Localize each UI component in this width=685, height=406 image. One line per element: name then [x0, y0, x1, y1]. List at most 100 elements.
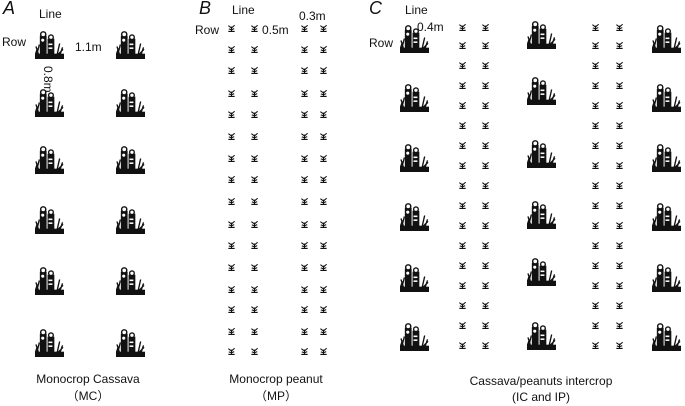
- cassava-plant-icon: [35, 328, 64, 357]
- peanut-seedling-icon: [481, 241, 490, 249]
- peanut-seedling-icon: [300, 241, 309, 249]
- peanut-seedling-icon: [319, 175, 328, 183]
- peanut-seedling-icon: [250, 305, 259, 313]
- peanut-seedling-icon: [591, 321, 600, 329]
- peanut-seedling-icon: [615, 161, 624, 169]
- peanut-seedling-icon: [591, 141, 600, 149]
- peanut-seedling-icon: [250, 241, 259, 249]
- panel-c: C Line Row 0.4m Cassava/peanuts intercro…: [369, 0, 681, 404]
- peanut-seedling-icon: [591, 161, 600, 169]
- peanut-seedling-icon: [481, 81, 490, 89]
- peanut-seedling-icon: [319, 154, 328, 162]
- peanut-seedling-icon: [615, 281, 624, 289]
- cassava-plant-icon: [652, 263, 681, 292]
- peanut-seedling-icon: [227, 347, 236, 355]
- cassava-plant-icon: [527, 139, 556, 168]
- panel-b-caption-line1: Monocrop peanut: [229, 372, 323, 386]
- peanut-seedling-icon: [227, 154, 236, 162]
- peanut-seedling-icon: [250, 66, 259, 74]
- peanut-seedling-icon: [300, 347, 309, 355]
- panel-b-row-label: Row: [195, 23, 219, 37]
- peanut-seedling-icon: [481, 201, 490, 209]
- peanut-seedling-icon: [319, 241, 328, 249]
- peanut-seedling-icon: [319, 263, 328, 271]
- peanut-seedling-icon: [458, 121, 467, 129]
- panel-b: B Line Row 0.5m 0.3m Monocrop peanut （MP…: [195, 0, 328, 403]
- peanut-seedling-icon: [300, 197, 309, 205]
- peanut-seedling-icon: [250, 327, 259, 335]
- peanut-seedling-icon: [458, 181, 467, 189]
- peanut-seedling-icon: [250, 175, 259, 183]
- peanut-seedling-icon: [227, 66, 236, 74]
- cassava-plant-icon: [35, 88, 64, 117]
- peanut-seedling-icon: [300, 66, 309, 74]
- peanut-seedling-icon: [615, 23, 624, 31]
- cassava-plant-icon: [652, 24, 681, 53]
- peanut-seedling-icon: [458, 341, 467, 349]
- panel-b-spacing-row: 0.3m: [299, 9, 326, 23]
- peanut-seedling-icon: [458, 23, 467, 31]
- peanut-seedling-icon: [591, 101, 600, 109]
- peanut-seedling-icon: [319, 197, 328, 205]
- peanut-seedling-icon: [227, 263, 236, 271]
- panel-a-spacing-row: 0.8m: [41, 66, 55, 93]
- peanut-seedling-icon: [227, 285, 236, 293]
- peanut-seedling-icon: [615, 141, 624, 149]
- peanut-seedling-icon: [227, 89, 236, 97]
- peanut-seedling-icon: [227, 132, 236, 140]
- peanut-seedling-icon: [615, 121, 624, 129]
- peanut-seedling-icon: [250, 220, 259, 228]
- cassava-plant-icon: [400, 202, 429, 231]
- peanut-seedling-icon: [481, 161, 490, 169]
- cassava-plant-icon: [35, 145, 64, 174]
- peanut-seedling-icon: [615, 261, 624, 269]
- cassava-plant-icon: [527, 200, 556, 229]
- peanut-seedling-icon: [458, 221, 467, 229]
- cassava-plant-icon: [400, 143, 429, 172]
- peanut-seedling-icon: [591, 201, 600, 209]
- peanut-seedling-icon: [615, 341, 624, 349]
- peanut-seedling-icon: [250, 45, 259, 53]
- cassava-plant-icon: [35, 266, 64, 295]
- peanut-seedling-icon: [458, 101, 467, 109]
- cassava-plant-icon: [527, 76, 556, 105]
- peanut-seedling-icon: [615, 181, 624, 189]
- peanut-seedling-icon: [300, 305, 309, 313]
- peanut-seedling-icon: [615, 61, 624, 69]
- panel-c-caption-line1: Cassava/peanuts intercrop: [470, 374, 613, 388]
- cassava-plant-icon: [35, 30, 64, 59]
- peanut-seedling-icon: [300, 24, 309, 32]
- peanut-seedling-icon: [481, 121, 490, 129]
- peanut-seedling-icon: [227, 24, 236, 32]
- peanut-seedling-icon: [300, 45, 309, 53]
- peanut-seedling-icon: [591, 261, 600, 269]
- peanut-seedling-icon: [250, 197, 259, 205]
- panel-b-line-label: Line: [232, 3, 255, 17]
- peanut-seedling-icon: [481, 101, 490, 109]
- peanut-seedling-icon: [227, 220, 236, 228]
- peanut-seedling-icon: [227, 305, 236, 313]
- peanut-seedling-icon: [300, 263, 309, 271]
- peanut-seedling-icon: [481, 61, 490, 69]
- peanut-seedling-icon: [481, 141, 490, 149]
- peanut-seedling-icon: [319, 110, 328, 118]
- panel-c-spacing-line: 0.4m: [417, 20, 444, 34]
- peanut-seedling-icon: [591, 61, 600, 69]
- peanut-seedling-icon: [591, 281, 600, 289]
- cassava-plant-icon: [527, 257, 556, 286]
- cassava-plant-icon: [116, 145, 145, 174]
- panel-c-caption-line2: (IC and IP): [512, 390, 570, 404]
- peanut-seedling-icon: [319, 347, 328, 355]
- panel-a-caption-line1: Monocrop Cassava: [36, 372, 140, 386]
- panel-c-letter: C: [369, 0, 383, 18]
- cassava-plant-icon: [35, 205, 64, 234]
- peanut-seedling-icon: [615, 301, 624, 309]
- cassava-plant-icon: [652, 322, 681, 351]
- peanut-seedling-icon: [615, 321, 624, 329]
- peanut-seedling-icon: [458, 161, 467, 169]
- peanut-seedling-icon: [250, 285, 259, 293]
- peanut-seedling-icon: [591, 121, 600, 129]
- peanut-seedling-icon: [481, 23, 490, 31]
- peanut-seedling-icon: [300, 327, 309, 335]
